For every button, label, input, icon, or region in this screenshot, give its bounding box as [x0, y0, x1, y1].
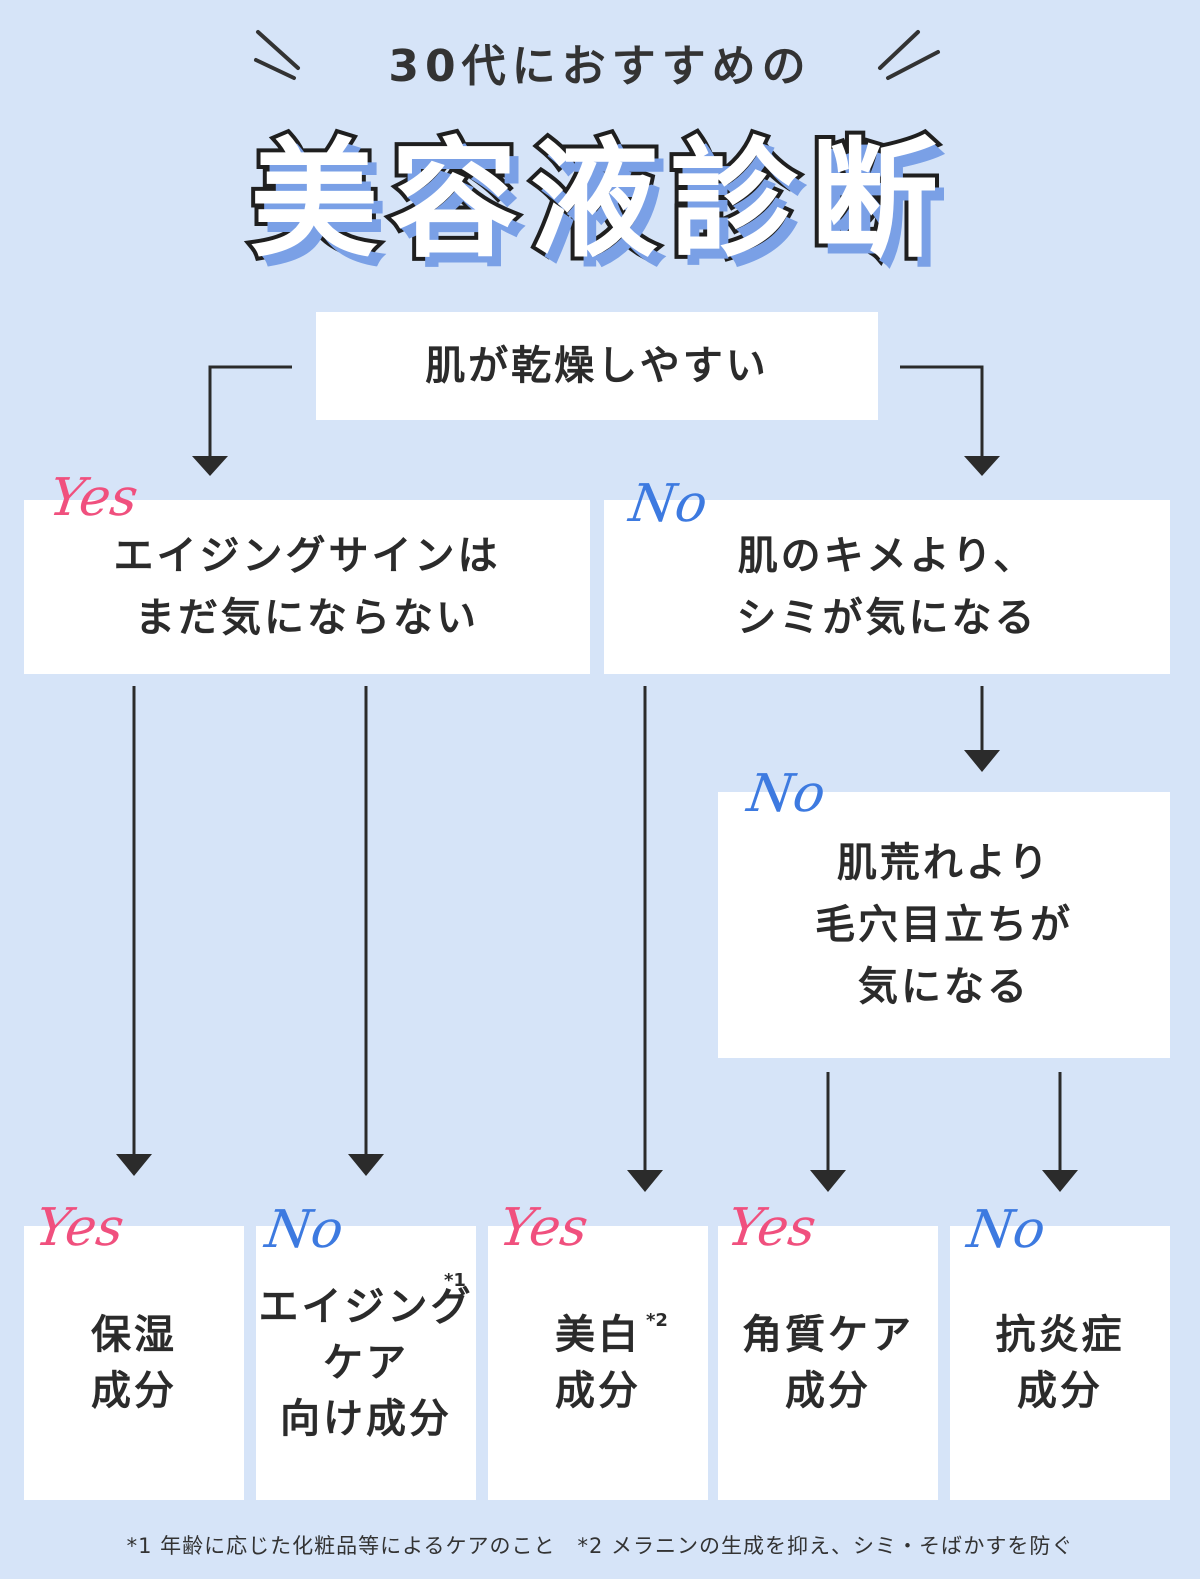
- result-exfoliating: 角質ケア 成分: [718, 1226, 938, 1500]
- result-text-line: 保湿: [91, 1312, 177, 1358]
- result-text-line: 角質ケア: [742, 1312, 914, 1358]
- result-whitening: 美白 成分: [488, 1226, 708, 1500]
- connector-q1-no: [900, 365, 984, 458]
- result-aging-care: エイジング ケア 向け成分: [256, 1226, 476, 1500]
- no-label: No: [743, 764, 830, 824]
- footnote: *1 年齢に応じた化粧品等によるケアのこと *2 メラニンの生成を抑え、シミ・そ…: [126, 1534, 1074, 1558]
- result-anti-inflammatory: 抗炎症 成分: [950, 1226, 1170, 1500]
- no-label: No: [261, 1200, 348, 1260]
- result-text-line: 成分: [91, 1368, 177, 1414]
- question-text-line: 毛穴目立ちが: [815, 902, 1073, 948]
- result-text-line: 美白: [555, 1312, 641, 1358]
- result-text-line: 成分: [785, 1368, 871, 1414]
- page-title: 美容液診断: [246, 122, 950, 279]
- question-text-line: シミが気になる: [736, 595, 1038, 641]
- question-spots: 肌のキメより、 シミが気になる: [604, 500, 1170, 674]
- arrowhead: [1042, 1170, 1078, 1192]
- question-text-line: 肌のキメより、: [737, 533, 1037, 579]
- result-text-line: エイジング: [258, 1284, 474, 1330]
- yes-label: Yes: [723, 1198, 820, 1258]
- result-text-line: 成分: [555, 1368, 641, 1414]
- result-text-line: 抗炎症: [995, 1312, 1125, 1358]
- no-label: No: [963, 1200, 1050, 1260]
- yes-label: Yes: [495, 1198, 592, 1258]
- arrowhead: [116, 1154, 152, 1176]
- arrowhead: [810, 1170, 846, 1192]
- question-text-line: 肌荒れより: [836, 840, 1052, 886]
- result-moisturizing: 保湿 成分: [24, 1226, 244, 1500]
- arrowhead: [964, 750, 1000, 772]
- question-dry-skin: 肌が乾燥しやすい: [316, 312, 878, 420]
- question-pores: 肌荒れより 毛穴目立ちが 気になる: [718, 792, 1170, 1058]
- arrowhead: [964, 456, 1000, 476]
- connector-q1-yes: [208, 365, 292, 458]
- result-text-line: 向け成分: [280, 1396, 452, 1442]
- subtitle: 30代におすすめの: [388, 41, 812, 92]
- question-text-line: エイジングサインは: [113, 533, 501, 579]
- arrowhead: [348, 1154, 384, 1176]
- footnote-marker: *2: [646, 1310, 668, 1331]
- footnote-marker: *1: [444, 1270, 466, 1291]
- no-label: No: [625, 474, 712, 534]
- subtitle-accent-right: [878, 30, 940, 80]
- arrowhead: [627, 1170, 663, 1192]
- question-aging-signs: エイジングサインは まだ気にならない: [24, 500, 590, 674]
- arrowhead: [192, 456, 228, 476]
- subtitle-accent-left: [254, 30, 300, 80]
- yes-label: Yes: [31, 1198, 128, 1258]
- yes-label: Yes: [45, 468, 142, 528]
- result-text-line: ケア: [323, 1340, 409, 1386]
- question-text-line: まだ気にならない: [135, 595, 479, 641]
- question-text: 肌が乾燥しやすい: [425, 343, 769, 389]
- result-text-line: 成分: [1017, 1368, 1103, 1414]
- question-text-line: 気になる: [858, 964, 1030, 1010]
